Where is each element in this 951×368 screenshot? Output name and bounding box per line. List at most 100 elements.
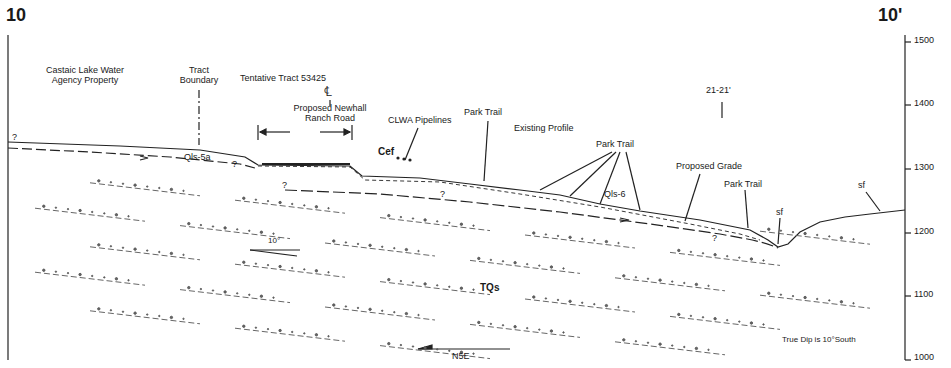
gravel-dot [533,232,535,234]
gravel-dot [424,219,426,221]
gravel-dot [188,222,190,224]
gravel-dot [122,311,123,312]
gravel-dot [382,246,383,247]
gravel-dot [110,182,111,183]
gravel-dot [267,328,268,329]
gravel-dot [792,231,793,232]
gravel-dot [110,310,111,311]
gravel-dot [267,200,268,201]
gravel-dot [122,247,123,248]
gravel-dot [695,347,697,349]
gravel-dot [473,353,474,354]
gravel-dot [647,278,648,279]
bedding-line [470,324,580,337]
gravel-dot [569,236,571,238]
gravel-dot [684,282,685,283]
gravel-dot [437,285,438,286]
gravel-dot [200,288,201,289]
gravel-dot [550,330,552,332]
gravel-dot [55,207,56,208]
gravel-dot [98,244,100,246]
gravel-dot [255,263,256,264]
gravel-dot [237,293,238,294]
gravel-dot [545,298,546,299]
gravel-dot [804,232,806,234]
gravel-dot [110,246,111,247]
section-label: ? [712,234,717,244]
gravel-dot [292,203,293,204]
gravel-dot [659,279,661,281]
section-label: ℄ [324,84,332,99]
gravel-dot [394,311,395,312]
section-label: sf [776,208,783,218]
section-label: ? [282,181,287,191]
gravel-dot [727,255,728,256]
gravel-dot [243,325,245,327]
section-label: sf [858,181,865,191]
gravel-dot [249,230,250,231]
gravel-dot [267,264,268,265]
gravel-dot [159,315,160,316]
section-label: N5E [452,352,470,362]
gravel-dot [605,240,607,242]
bedding-line [470,260,580,273]
gravel-dot [527,327,528,328]
section-label: Proposed Grade [676,162,742,172]
gravel-dot [92,211,93,212]
section-label: Tentative Tract 53425 [240,74,326,84]
gravel-dot [804,296,806,298]
gravel-dot [260,231,262,233]
section-label: 1500 [914,36,934,46]
gravel-dot [304,269,305,270]
section-label: Park Trail [596,140,634,150]
gravel-dot [514,326,516,328]
gravel-dot [545,234,546,235]
bedding-line [35,272,145,285]
bedding-line [670,252,780,265]
bedding-line [615,278,725,291]
gravel-dot [424,347,426,349]
section-label: 1400 [914,99,934,109]
gravel-dot [817,234,818,235]
gravel-dot [763,324,764,325]
gravel-dot [582,238,583,239]
bedding-line [180,290,290,303]
gravel-dot [768,228,770,230]
section-label: 21-21' [706,86,731,96]
gravel-dot [400,280,401,281]
gravel-dot [623,339,625,341]
section-label: ? [440,190,445,200]
gravel-dot [128,280,129,281]
gravel-dot [605,304,607,306]
gravel-dot [357,243,358,244]
gravel-dot [708,285,709,286]
gravel-dot [345,242,346,243]
bedding-line [380,346,490,359]
gravel-dot [147,314,148,315]
section-label: Proposed Newhall Ranch Road [288,104,372,124]
gravel-dot [714,254,716,256]
gravel-dot [388,342,390,344]
gravel-dot [369,308,371,310]
section-label: Castaic Lake Water Agency Property [40,66,130,86]
bedding-line [90,247,200,260]
gravel-dot [345,306,346,307]
section-label: 1300 [914,163,934,173]
bedding-line [35,208,145,221]
gravel-dot [557,235,558,236]
gravel-dot [159,251,160,252]
section-label: ? [232,160,237,170]
gravel-dot [255,327,256,328]
bedding-line [615,342,725,355]
gravel-dot [478,257,480,259]
section-label: 1000 [914,353,934,363]
gravel-dot [67,208,68,209]
bedding-line [325,243,435,256]
gravel-dot [405,248,407,250]
section-label: CLWA Pipelines [388,116,452,126]
gravel-dot [92,275,93,276]
gravel-dot [122,183,123,184]
gravel-dot [212,226,213,227]
gravel-dot [702,317,703,318]
gravel-dot [527,263,528,264]
